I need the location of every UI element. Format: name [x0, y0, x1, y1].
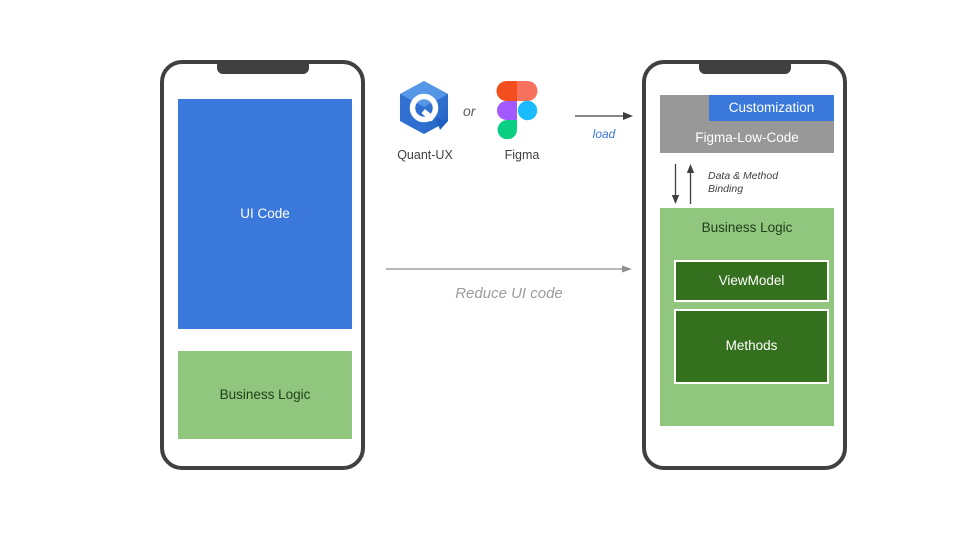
- figma-low-code-label: Figma-Low-Code: [695, 129, 799, 145]
- phone-notch-icon: [216, 63, 309, 74]
- binding-arrow-up-icon: [686, 164, 695, 204]
- traditional-app-phone: UI Code Business Logic: [160, 60, 365, 470]
- business-logic-label-right: Business Logic: [701, 220, 793, 235]
- data-method-binding-group: Data & Method Binding: [664, 164, 834, 206]
- reduce-ui-code-label: Reduce UI code: [455, 285, 563, 302]
- phone-screen: UI Code Business Logic: [164, 64, 361, 466]
- phone-notch-icon: [698, 63, 791, 74]
- load-arrow-icon: [575, 112, 633, 120]
- tool-logo-row: [390, 80, 550, 140]
- methods-label: Methods: [725, 338, 778, 354]
- low-code-app-phone: Figma-Low-Code Customization Data & Meth…: [642, 60, 847, 470]
- binding-arrow-down-icon: [671, 164, 680, 204]
- load-arrow-label: load: [592, 127, 616, 141]
- business-logic-block-left: Business Logic: [178, 351, 352, 439]
- methods-block: Methods: [674, 309, 829, 384]
- data-method-binding-label: Data & Method Binding: [708, 170, 779, 196]
- quant-ux-logo-icon: [400, 81, 448, 134]
- customization-label: Customization: [728, 99, 815, 115]
- business-logic-label-left: Business Logic: [219, 386, 311, 402]
- ui-code-block: UI Code: [178, 99, 352, 329]
- viewmodel-label: ViewModel: [718, 272, 785, 288]
- or-separator-label: or: [463, 103, 476, 119]
- ui-code-label: UI Code: [240, 205, 290, 221]
- figma-logo-icon: [496, 81, 538, 139]
- phone-screen: Figma-Low-Code Customization Data & Meth…: [646, 64, 843, 466]
- viewmodel-block: ViewModel: [674, 260, 829, 302]
- reduce-ui-code-arrow-icon: [386, 265, 632, 273]
- figma-caption: Figma: [504, 148, 540, 162]
- quant-ux-caption: Quant-UX: [397, 148, 453, 162]
- customization-block: Customization: [709, 95, 834, 121]
